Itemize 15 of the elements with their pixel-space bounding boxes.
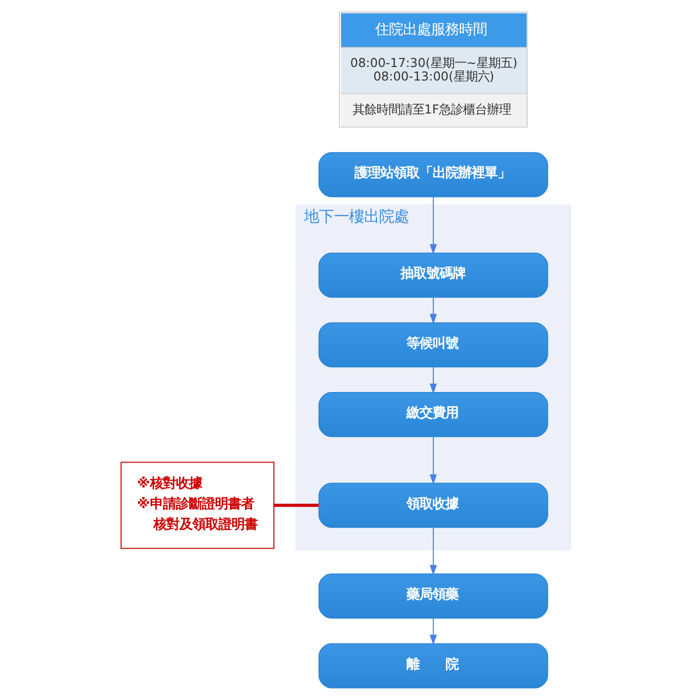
node-box: 護理站領取「出院辦裡單」 [318, 152, 548, 198]
connector [274, 504, 319, 507]
node-box: 領取收據 [318, 482, 548, 528]
arrow [430, 297, 437, 324]
node-box: 離 院 [318, 643, 548, 688]
arrow [430, 437, 437, 485]
node-box: 等候叫號 [318, 322, 548, 368]
arrow [430, 618, 437, 646]
node-box: 抽取號碼牌 [318, 252, 548, 298]
arrow [430, 197, 437, 254]
node-box: ※核對收據 ※申請診斷證明書者核對及領取證明書 [120, 462, 274, 549]
arrow [430, 528, 437, 576]
node-box: 繳交費用 [318, 392, 548, 438]
node-box: 藥局領藥 [318, 574, 548, 619]
arrow [430, 366, 437, 394]
